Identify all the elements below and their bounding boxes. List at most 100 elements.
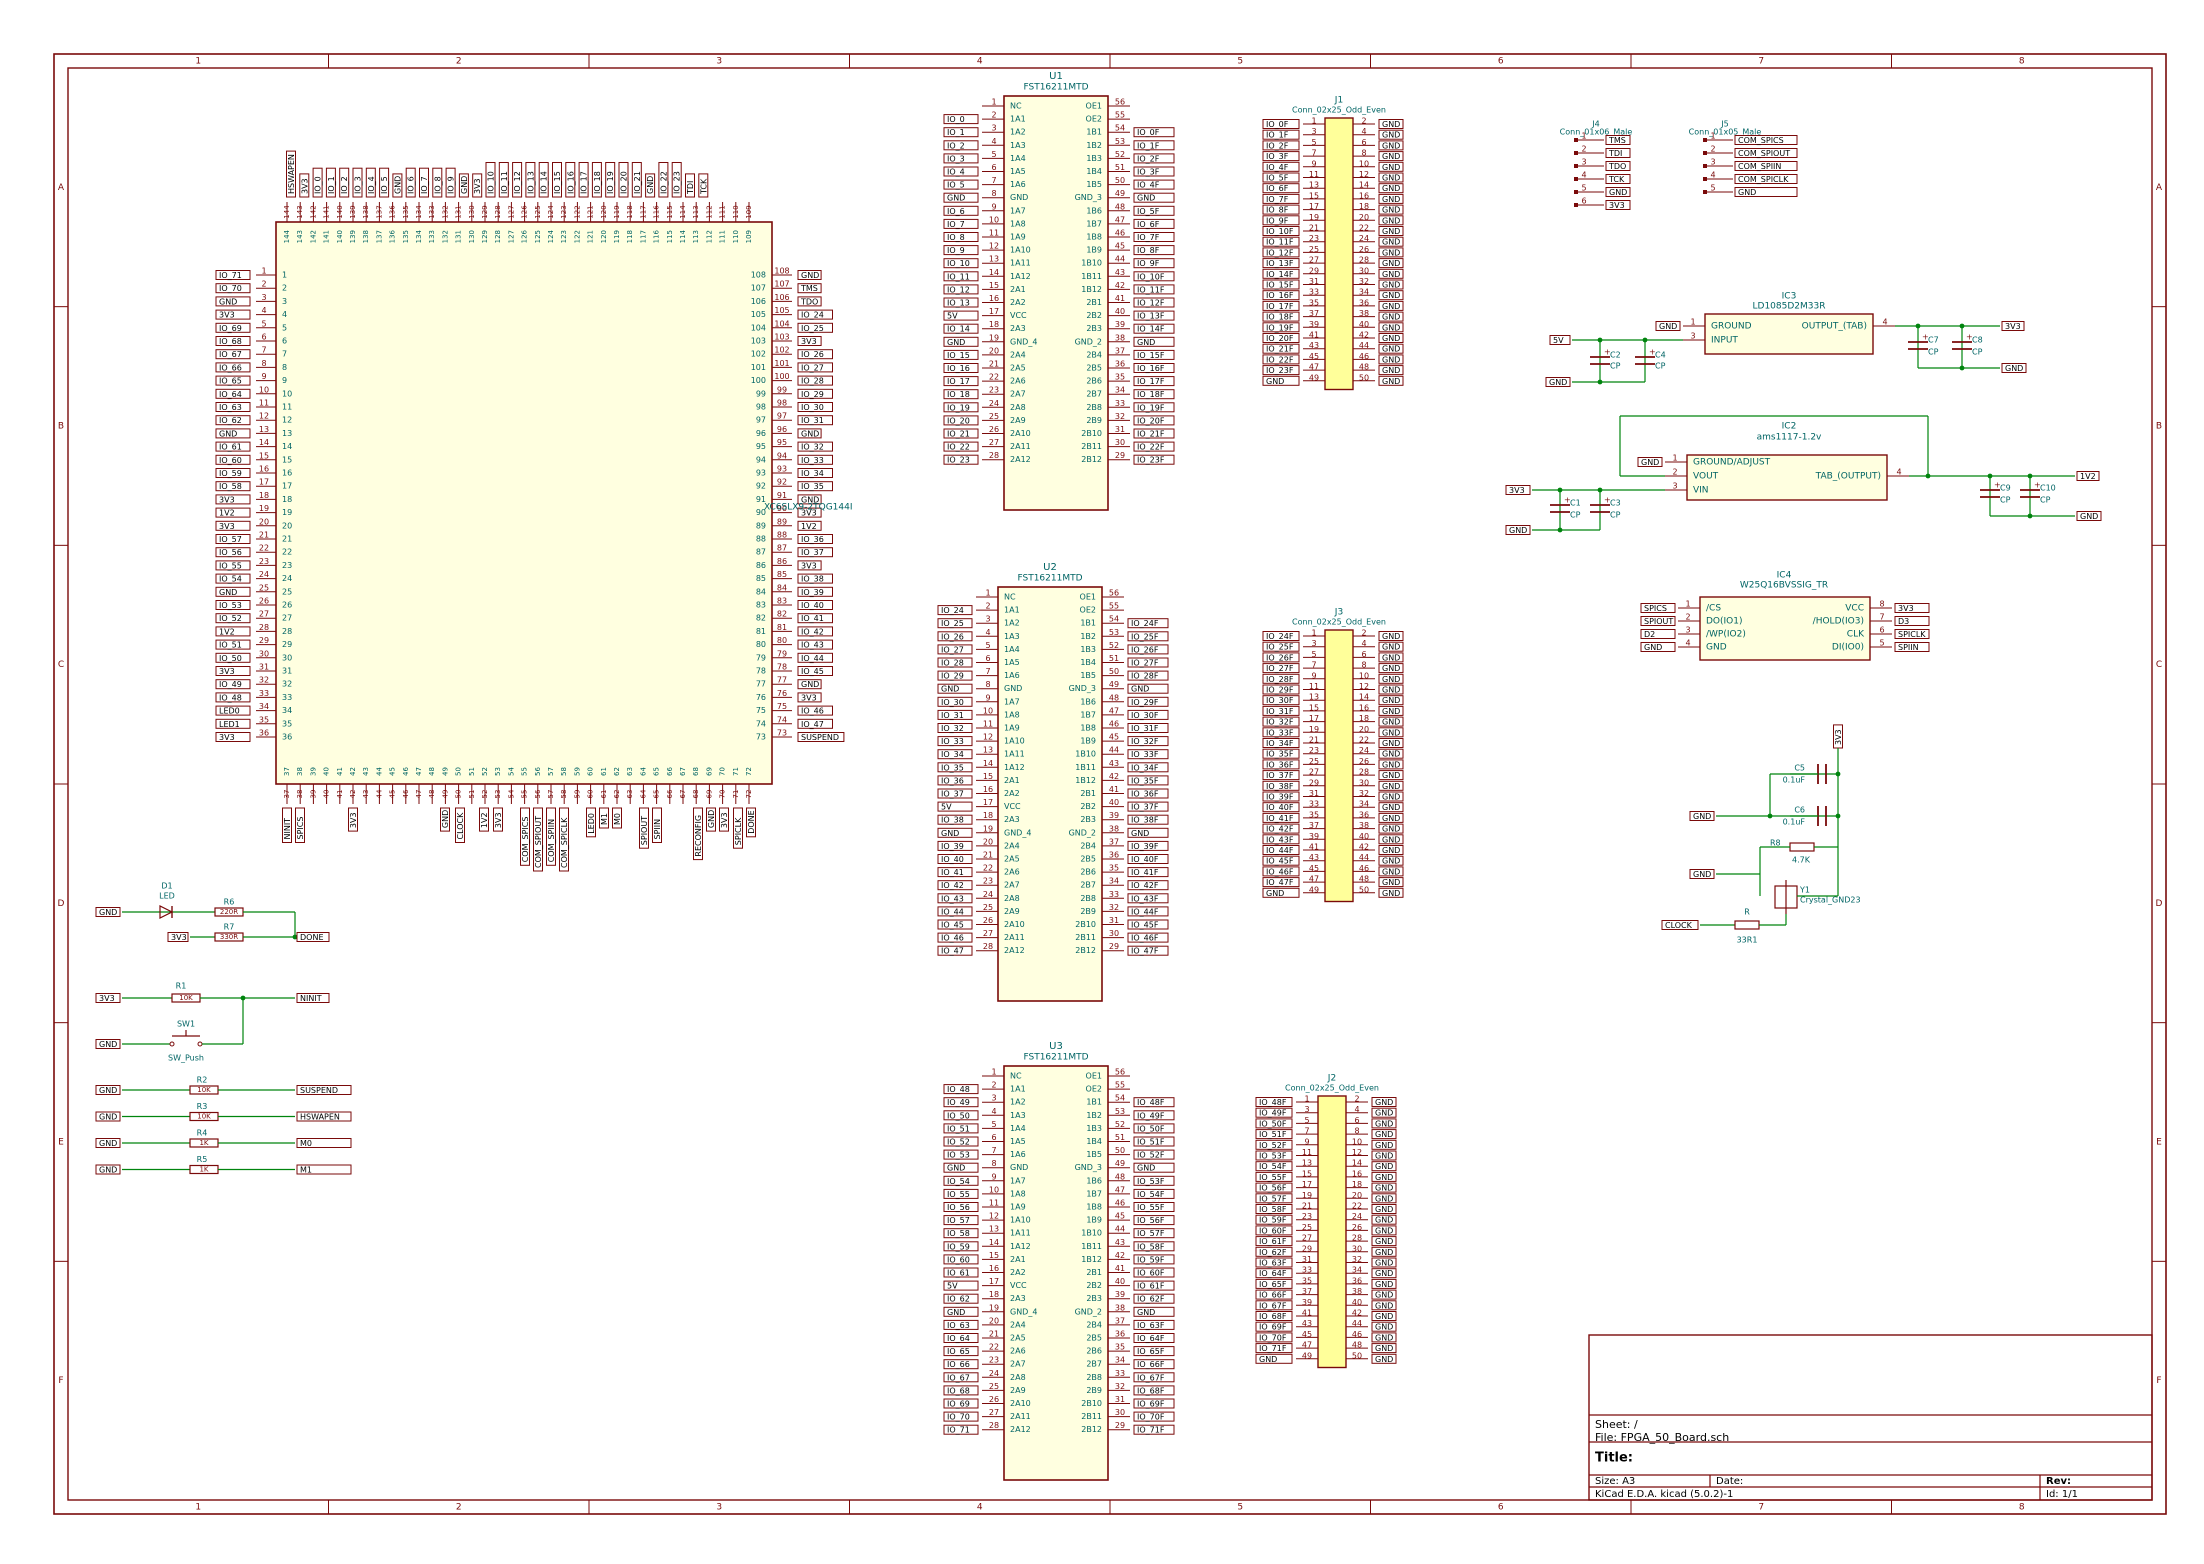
net-label-box — [1133, 1411, 1175, 1422]
net-label-box — [1133, 1162, 1175, 1173]
pin-name: 35 — [282, 719, 292, 728]
net-label-text: 3V3 — [1509, 486, 1525, 495]
pin-number: 3 — [1311, 127, 1316, 136]
pin-number: 24 — [259, 570, 269, 579]
net-label: IO_28 — [937, 657, 973, 668]
pin-name: 56 — [534, 767, 542, 776]
net-label-box — [1689, 811, 1715, 821]
pin-number: 38 — [1359, 821, 1369, 830]
pin-number: 138 — [362, 205, 370, 218]
net-label: IO_62 — [943, 1293, 979, 1304]
pin-number: 66 — [666, 789, 674, 798]
net-label-box — [525, 162, 536, 198]
cap-ref: C6 — [1794, 806, 1805, 815]
net-label: IO_68F — [1255, 1311, 1293, 1321]
net-label-text: IO_5 — [380, 176, 389, 194]
pin-name: 109 — [745, 230, 753, 243]
net-label-vertical: IO_23 — [671, 162, 682, 198]
net-label-box — [215, 441, 251, 452]
pin-number: 5 — [991, 1120, 996, 1129]
net-label-text: IO_67F — [1259, 1301, 1287, 1310]
net-label-box — [1734, 174, 1798, 184]
net-label: IO_53 — [215, 600, 251, 610]
ic3-body — [1704, 313, 1874, 355]
net-label-text: LED0 — [219, 707, 240, 716]
net-label: GND — [1371, 1289, 1397, 1300]
net-label-text: GND — [1382, 803, 1400, 812]
pin-number: 11 — [989, 1199, 999, 1208]
net-label-text: IO_40F — [1266, 803, 1294, 812]
pin-name: 22 — [282, 548, 292, 557]
net-label: GND — [95, 1039, 121, 1049]
net-label-text: IO_0 — [314, 176, 323, 194]
net-label-box — [299, 173, 310, 198]
net-label: IO_16F — [1133, 363, 1175, 373]
net-label-box — [440, 807, 450, 832]
net-label: GND — [1655, 321, 1681, 331]
net-label: IO_55F — [1133, 1202, 1175, 1212]
net-label-vertical: SPICLK — [733, 807, 743, 849]
net-label-box — [943, 153, 979, 164]
pin-number: 6 — [985, 654, 990, 663]
pin-number: 50 — [455, 790, 463, 799]
pin-name: 112 — [705, 230, 713, 243]
net-label-box — [1255, 1236, 1293, 1247]
net-label: D3 — [1894, 616, 1930, 626]
net-label-text: GND — [1375, 1248, 1393, 1257]
net-label-text: GND — [1382, 291, 1400, 300]
net-label-text: GND — [99, 1139, 117, 1148]
net-label-box — [1262, 193, 1300, 204]
net-label-box — [797, 507, 822, 518]
pin-number: 16 — [1352, 1169, 1362, 1178]
net-label: IO_71 — [215, 270, 251, 280]
res-value: 10K — [197, 1086, 211, 1094]
pin-number: 29 — [1115, 451, 1125, 460]
net-label: IO_29 — [937, 670, 973, 681]
net-label: 1V2 — [2076, 471, 2100, 481]
net-label-text: IO_61 — [947, 1269, 970, 1278]
pin-name: 107 — [751, 284, 766, 293]
pin-number: 26 — [1352, 1223, 1362, 1232]
net-label-box — [937, 709, 973, 720]
pin-number: 2 — [1361, 117, 1366, 126]
net-label-box — [1127, 880, 1169, 891]
pin-number: 8 — [985, 680, 990, 689]
pin-number: 9 — [991, 202, 996, 211]
pin-name: 1A9 — [1010, 1203, 1026, 1212]
pin-name: 2B5 — [1086, 1334, 1102, 1343]
net-label: 1V2 — [215, 507, 251, 518]
net-label-text: GND — [1382, 302, 1400, 311]
pin-name: 79 — [756, 653, 766, 662]
pin-name: 30 — [282, 653, 292, 662]
pin-number: 7 — [991, 176, 996, 185]
cap-ref: C9 — [2000, 484, 2011, 493]
pin-name: 122 — [573, 230, 581, 243]
net-label-text: IO_19 — [947, 403, 970, 412]
net-label-text: GND — [1382, 835, 1400, 844]
pin-name: 2A7 — [1010, 390, 1026, 399]
pin-number: 44 — [375, 789, 383, 798]
pin-number: 22 — [983, 864, 993, 873]
pin-name: VCC — [1010, 311, 1027, 320]
net-label-box — [295, 807, 305, 843]
net-label-box — [1378, 663, 1404, 674]
net-label-text: GND — [1375, 1184, 1393, 1193]
net-label-vertical: COM_SPIIN — [546, 807, 556, 866]
pin-name: 8 — [282, 363, 287, 372]
net-label-text: IO_47F — [1266, 878, 1294, 887]
net-label-box — [937, 919, 973, 930]
net-label-text: IO_32F — [1266, 718, 1294, 727]
net-label-text: GND — [1382, 227, 1400, 236]
net-label: IO_33 — [937, 736, 973, 747]
net-label: GND — [1734, 187, 1798, 197]
net-label-box — [1133, 349, 1175, 360]
net-label-box — [1133, 402, 1175, 413]
pin-number: 10 — [983, 706, 993, 715]
net-label-text: IO_29F — [1266, 686, 1294, 695]
pin-number: 106 — [774, 293, 789, 302]
net-label-text: GND — [801, 429, 819, 438]
net-label-box — [1262, 290, 1300, 301]
pin-name: 1B3 — [1080, 645, 1096, 654]
net-label: TDO — [797, 296, 822, 307]
pin-number: 9 — [261, 372, 266, 381]
